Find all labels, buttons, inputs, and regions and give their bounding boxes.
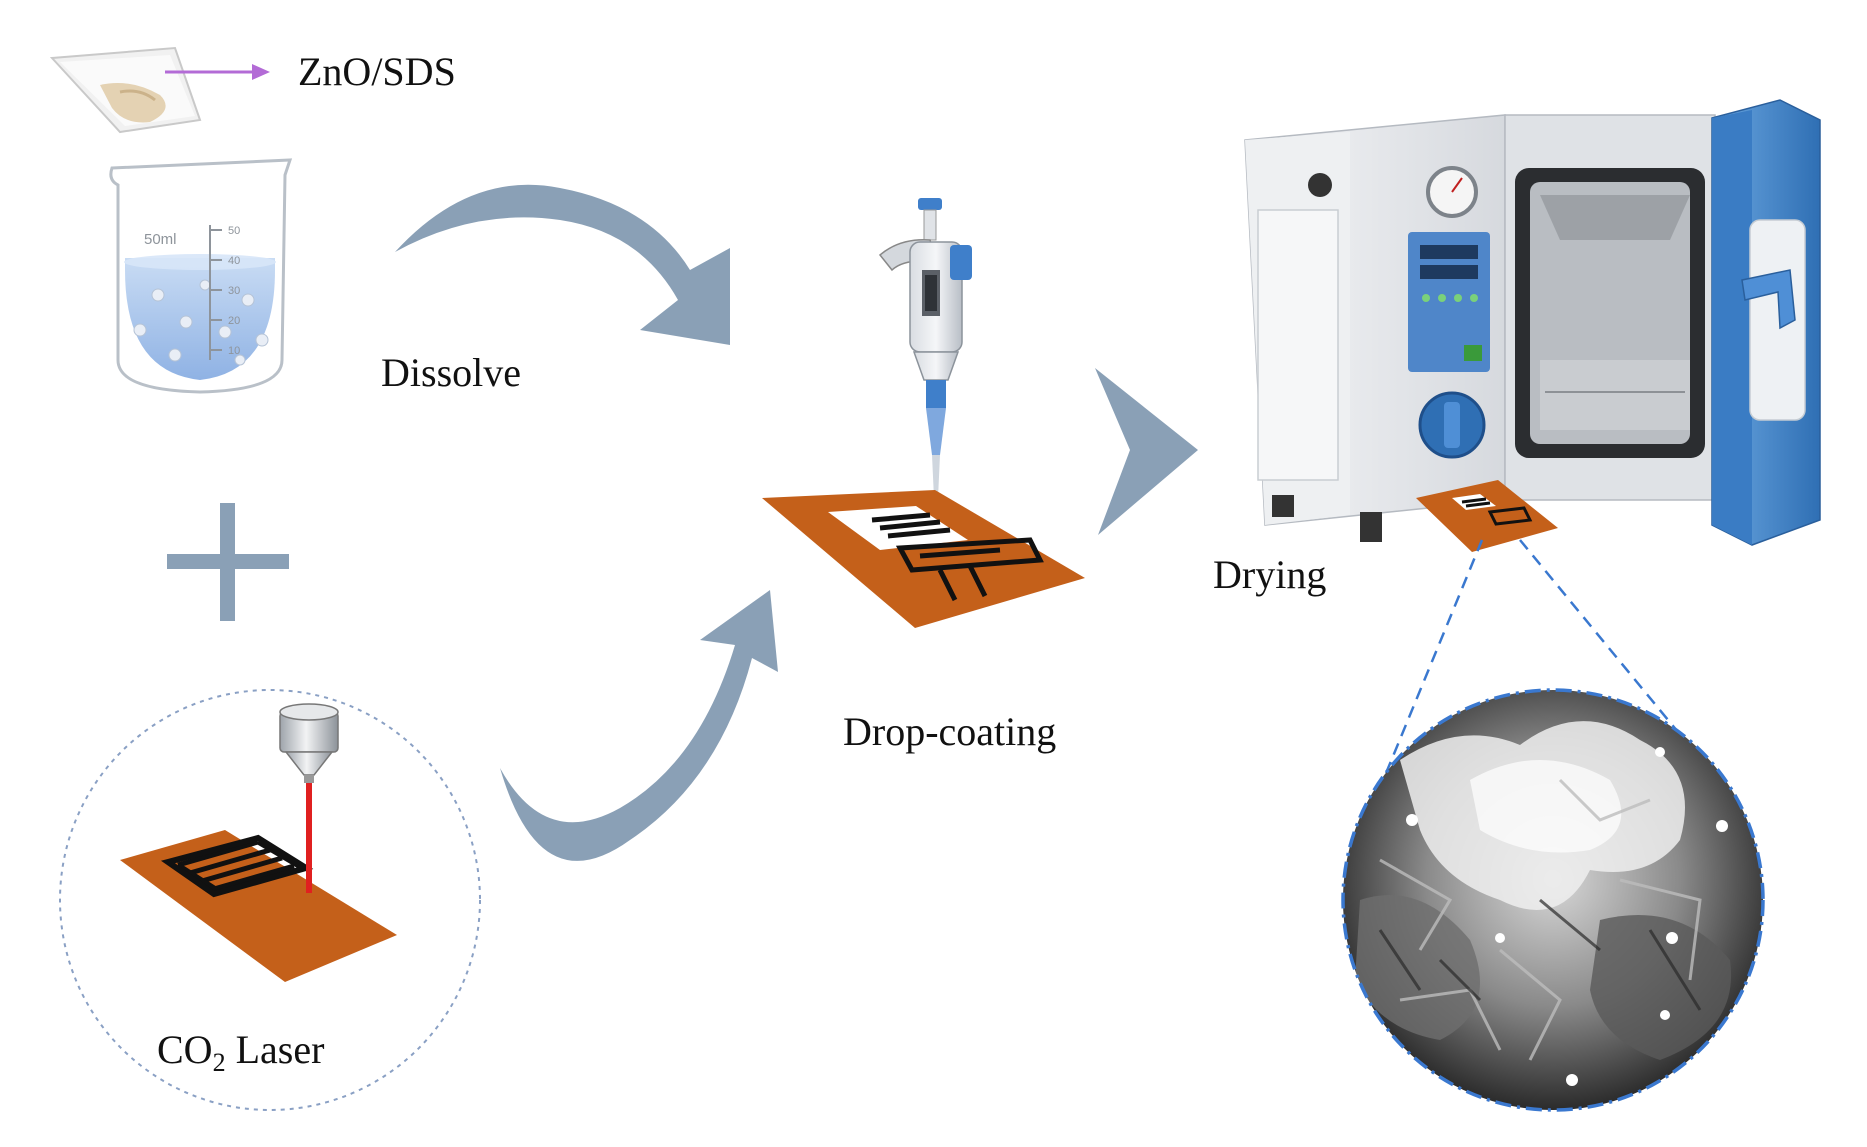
beaker-tick-50: 50 xyxy=(228,225,240,237)
co2-laser-prefix: CO xyxy=(157,1027,213,1072)
beaker-volume-label: 50ml xyxy=(144,231,177,248)
plus-icon xyxy=(167,503,289,621)
powder-paper-icon xyxy=(49,46,202,134)
dissolve-label: Dissolve xyxy=(381,350,521,395)
beaker-tick-40: 40 xyxy=(228,255,240,267)
drop-coating-label: Drop-coating xyxy=(843,709,1057,754)
co2-laser-subscript: 2 xyxy=(212,1048,226,1077)
co2-laser-suffix: Laser xyxy=(225,1027,325,1072)
drop-coating-substrate xyxy=(762,490,1085,628)
dissolve-arrow xyxy=(395,184,730,345)
drying-label: Drying xyxy=(1213,552,1327,597)
zno-arrow xyxy=(165,64,270,80)
laser-zone-circle xyxy=(59,689,481,1111)
beaker-tick-30: 30 xyxy=(228,285,240,297)
oven-icon xyxy=(1244,99,1821,546)
pipette-icon xyxy=(878,198,972,520)
laser-head-icon xyxy=(279,703,339,893)
sem-micrograph-icon xyxy=(1341,688,1765,1112)
laser-substrate xyxy=(120,830,397,982)
beaker-tick-10: 10 xyxy=(228,345,240,357)
beaker-tick-20: 20 xyxy=(228,315,240,327)
co2-laser-label: CO2 Laser xyxy=(157,1030,324,1076)
drying-arrow xyxy=(1095,368,1198,535)
beaker-icon: 50 40 30 20 10 50ml xyxy=(109,158,293,394)
zno-sds-label: ZnO/SDS xyxy=(298,49,456,94)
dried-sensor-chip xyxy=(1416,480,1558,552)
laser-arrow xyxy=(500,590,778,861)
